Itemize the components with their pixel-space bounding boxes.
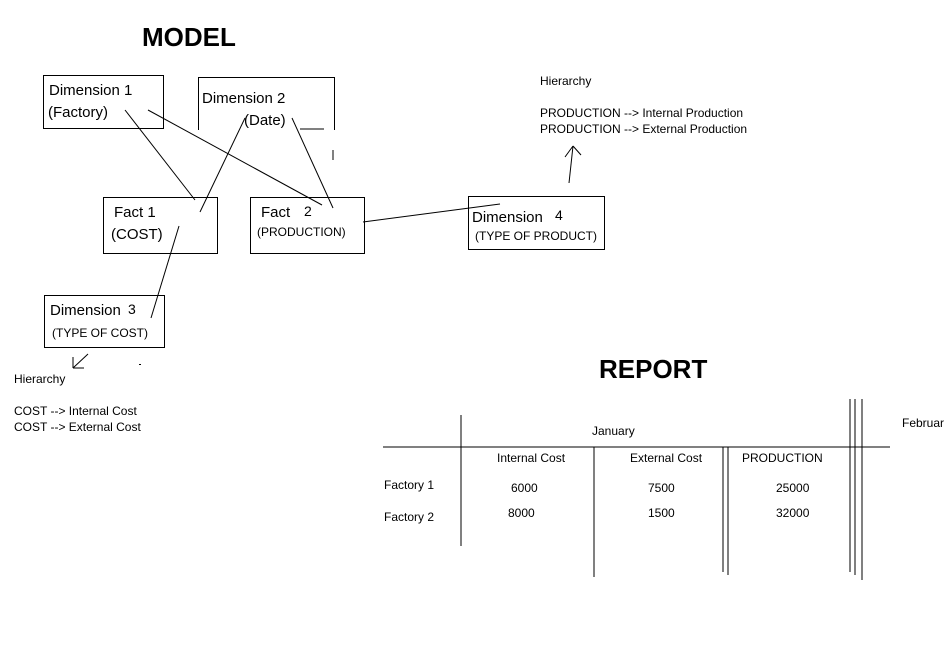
report-cell: 7500 (648, 481, 675, 495)
dimension-4-box (468, 196, 605, 250)
fact-1-label: Fact 1 (114, 204, 156, 221)
dimension-3-label: Dimension (50, 302, 121, 319)
dimension-3-subtitle: (TYPE OF COST) (52, 326, 148, 340)
edge-dim2-fact2 (291, 117, 334, 209)
report-cell: 1500 (648, 506, 675, 520)
report-cell: 6000 (511, 481, 538, 495)
dimension-2-label: Dimension 2 (202, 90, 286, 107)
edge-fact1-dim3 (150, 225, 180, 319)
report-title: REPORT (599, 354, 708, 384)
report-cell: 32000 (776, 506, 810, 520)
fact-1-subtitle: (COST) (111, 226, 163, 243)
cost-hierarchy-line-2: COST --> External Cost (14, 420, 141, 434)
report-col-production: PRODUCTION (742, 451, 823, 465)
dimension-1-box (43, 75, 164, 129)
cost-hierarchy-line-1: COST --> Internal Cost (14, 404, 137, 418)
dimension-4-subtitle: (TYPE OF PRODUCT) (475, 229, 597, 243)
edge-fact2-dim4 (362, 203, 501, 223)
cost-hierarchy-title: Hierarchy (14, 372, 66, 386)
dimension-3-number: 3 (128, 301, 136, 317)
fact-2-box (250, 197, 365, 254)
report-row-label: Factory 1 (384, 478, 435, 492)
report-month-february: Februar (902, 416, 945, 430)
report-col-external-cost: External Cost (630, 451, 703, 465)
fact-1-box (103, 197, 218, 254)
production-hierarchy-title: Hierarchy (540, 74, 592, 88)
report-col-internal-cost: Internal Cost (497, 451, 566, 465)
fact-2-number: 2 (304, 203, 312, 219)
production-hierarchy-line-2: PRODUCTION --> External Production (540, 122, 748, 136)
edge-dim1-fact2 (147, 109, 323, 206)
report-cell: 8000 (508, 506, 535, 520)
report-cell: 25000 (776, 481, 810, 495)
fact-2-subtitle: (PRODUCTION) (257, 225, 346, 239)
production-hierarchy-line-1: PRODUCTION --> Internal Production (540, 106, 744, 120)
model-title: MODEL (142, 22, 236, 52)
arrow-dim3-hierarchy (72, 353, 89, 369)
dimension-3-box (44, 295, 165, 348)
edge-dim2-fact1 (199, 117, 246, 213)
dimension-4-label: Dimension (472, 209, 543, 226)
report-row-label: Factory 2 (384, 510, 435, 524)
dimension-2-box (198, 77, 335, 130)
dimension-2-subtitle: (Date) (244, 112, 286, 129)
edge-dim1-fact1 (124, 109, 196, 201)
dimension-4-number: 4 (555, 207, 563, 223)
dimension-1-subtitle: (Factory) (48, 104, 108, 121)
dimension-1-label: Dimension 1 (49, 82, 133, 99)
arrow-dim4-hierarchy (568, 145, 574, 184)
report-month-january: January (592, 424, 635, 438)
fact-2-label: Fact (261, 204, 291, 221)
